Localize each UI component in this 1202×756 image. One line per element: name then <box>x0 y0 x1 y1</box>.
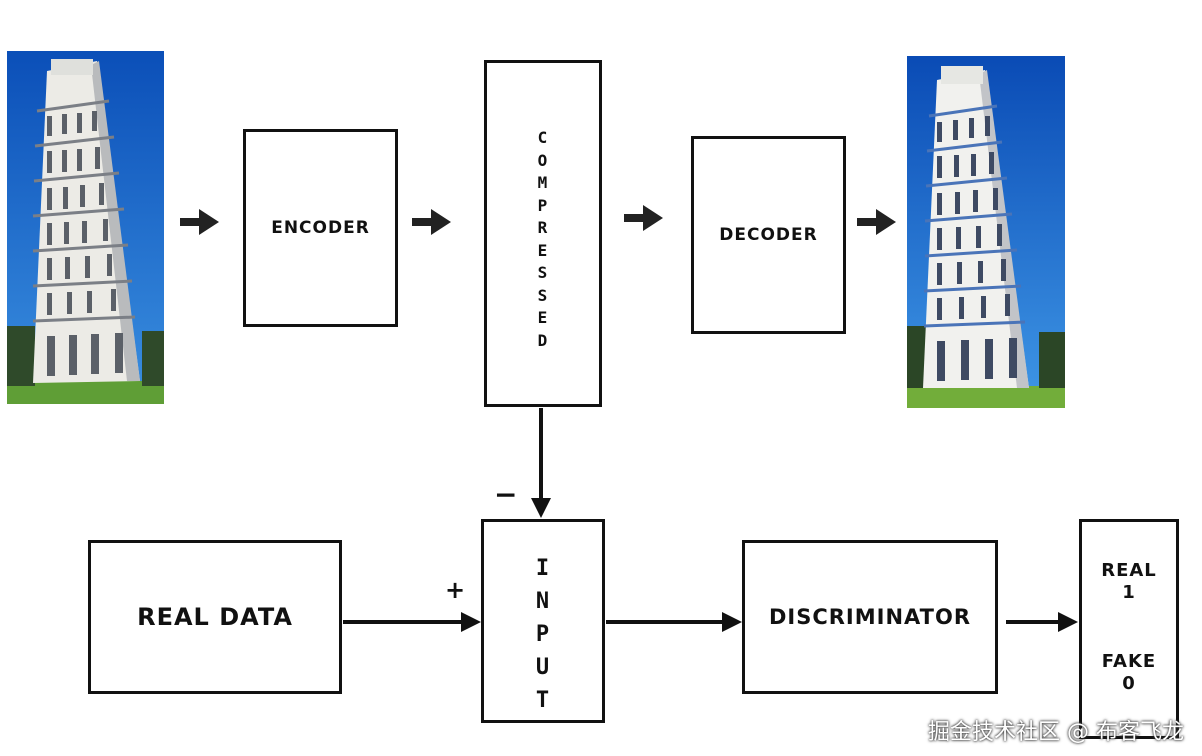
minus-sign: − <box>494 478 518 511</box>
encoder-box: ENCODER <box>243 129 398 327</box>
real-output: REAL 1 <box>1082 560 1176 604</box>
watermark: 掘金技术社区 @ 布客飞龙 <box>928 720 1184 745</box>
arrow-encoder-to-compressed <box>412 209 451 235</box>
encoder-label: ENCODER <box>271 218 370 238</box>
input-box: I N P U T <box>481 519 605 723</box>
real-data-box: REAL DATA <box>88 540 342 694</box>
decoder-box: DECODER <box>691 136 846 334</box>
output-tower-image <box>907 56 1065 408</box>
real-data-label: REAL DATA <box>137 603 293 631</box>
arrow-decoder-to-image <box>857 209 896 235</box>
input-label: I N P U T <box>535 556 551 713</box>
compressed-label: C O M P R E S S E D <box>537 128 549 350</box>
output-box: REAL 1 FAKE 0 <box>1079 519 1179 739</box>
compressed-box: C O M P R E S S E D <box>484 60 602 407</box>
discriminator-box: DISCRIMINATOR <box>742 540 998 694</box>
plus-sign: + <box>445 576 466 604</box>
arrow-compressed-to-decoder <box>624 205 663 231</box>
real-value: 1 <box>1122 582 1136 603</box>
fake-label: FAKE <box>1101 651 1157 672</box>
decoder-label: DECODER <box>719 225 818 245</box>
fake-value: 0 <box>1122 673 1136 694</box>
input-tower-image <box>7 51 164 404</box>
discriminator-label: DISCRIMINATOR <box>768 605 972 629</box>
arrow-image-to-encoder <box>180 209 219 235</box>
fake-output: FAKE 0 <box>1082 651 1176 695</box>
real-label: REAL <box>1101 560 1157 581</box>
